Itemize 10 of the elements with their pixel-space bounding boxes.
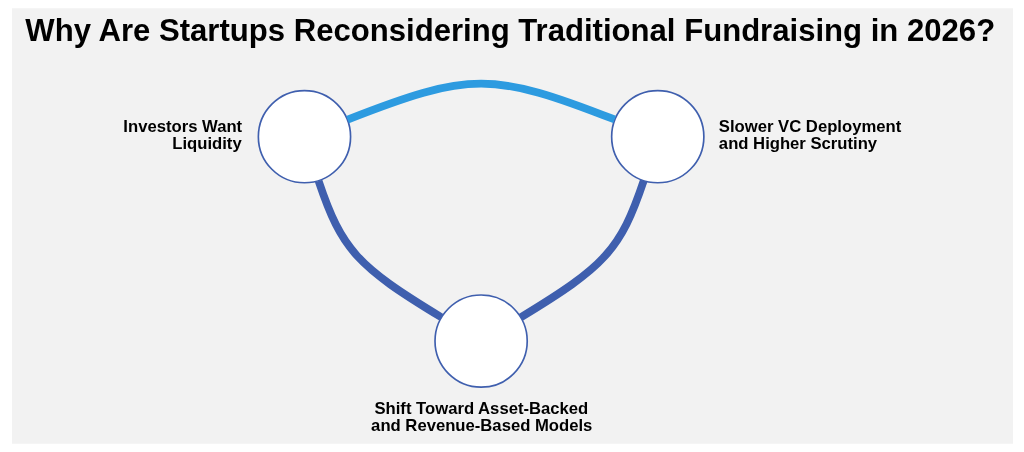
diagram-title: Why Are Startups Reconsidering Traditional Fundraising in 2026? (24, 12, 995, 48)
node-circle (610, 89, 705, 184)
connector (314, 179, 443, 321)
connector (518, 179, 647, 321)
connector (345, 79, 616, 124)
node-label: Investors Want Liquidity (122, 117, 242, 153)
node-circle (257, 89, 351, 184)
node-label: Slower VC Deployment and Higher Scrutiny (718, 117, 901, 153)
node-circle (433, 294, 528, 389)
node-label: Shift Toward Asset-Backed and Revenue-Based Models (370, 398, 592, 435)
